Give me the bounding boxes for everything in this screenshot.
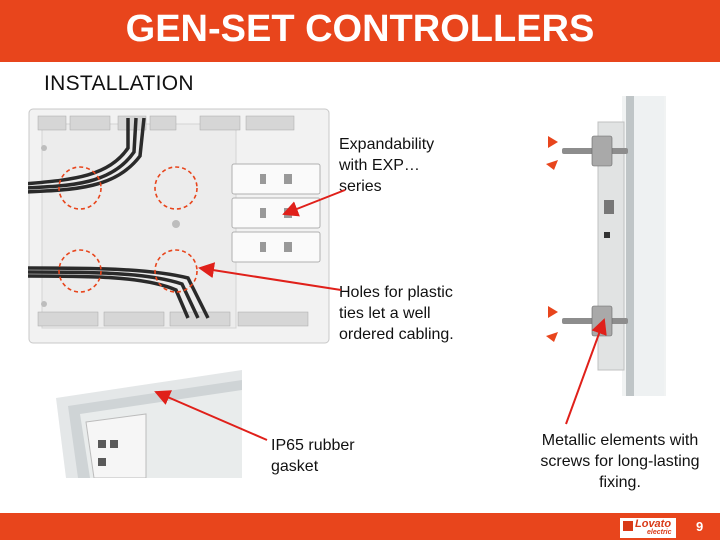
page-number: 9 <box>696 519 704 534</box>
header-bar: GEN-SET CONTROLLERS <box>0 0 720 62</box>
logo-subtext: electric <box>647 529 672 536</box>
callout-metallic-elements: Metallic elements with screws for long-l… <box>525 430 715 493</box>
callout-cable-holes: Holes for plastic ties let a well ordere… <box>339 282 489 345</box>
page-title: GEN-SET CONTROLLERS <box>125 8 595 50</box>
callout-line: Expandability <box>339 136 435 153</box>
logo-mark <box>623 521 633 531</box>
callout-line: Holes for plastic <box>339 284 453 301</box>
callout-line: with EXP… <box>339 157 420 174</box>
callout-line: gasket <box>271 458 319 475</box>
callout-line: ties let a well <box>339 305 431 322</box>
callout-line: fixing. <box>599 474 641 491</box>
callout-line: IP65 rubber <box>271 437 355 454</box>
callout-line: ordered cabling. <box>339 326 454 343</box>
callout-gasket: IP65 rubber gasket <box>271 435 401 477</box>
lovato-logo-icon: Lovato electric <box>620 518 676 538</box>
gasket-photo <box>46 368 246 478</box>
controller-side-photo <box>546 96 666 396</box>
footer-bar <box>0 513 720 540</box>
section-title: INSTALLATION <box>44 72 194 95</box>
callout-line: series <box>339 178 382 195</box>
callout-line: screws for long-lasting <box>540 453 700 470</box>
controller-back-photo <box>28 108 330 344</box>
callout-expandability: Expandability with EXP… series <box>339 134 459 197</box>
callout-line: Metallic elements with <box>541 432 699 449</box>
logo-text: Lovato <box>635 518 672 530</box>
